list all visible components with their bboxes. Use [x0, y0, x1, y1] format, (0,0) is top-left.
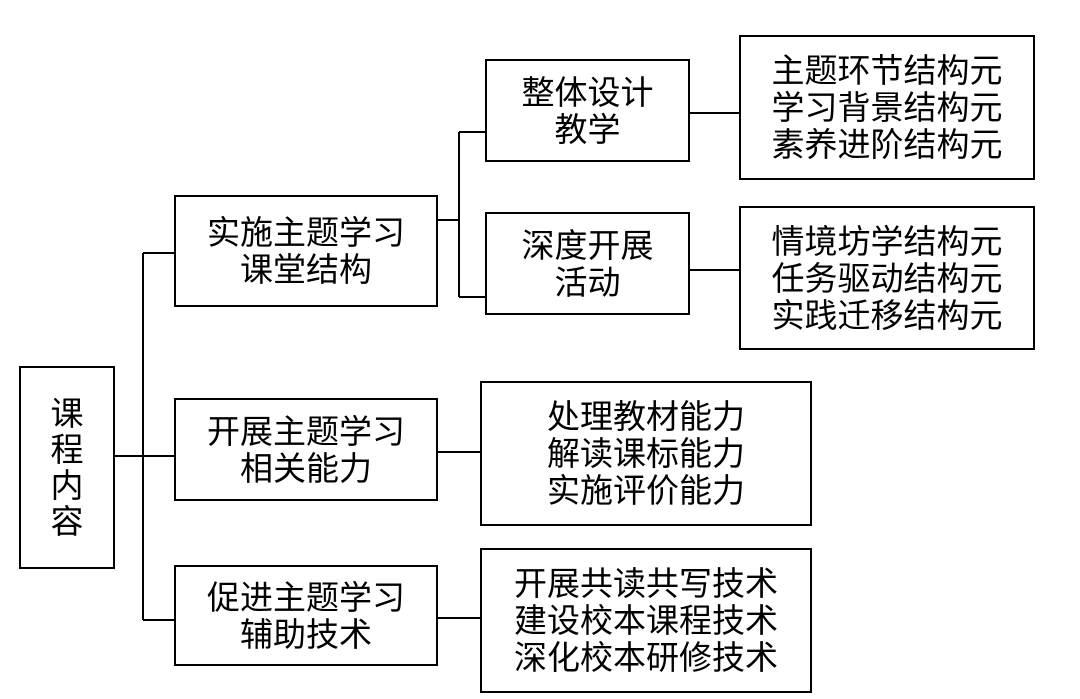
leaf-label-line: 主题环节结构元 [771, 51, 1003, 90]
root-label-line: 课 [50, 393, 84, 433]
node-label-line: 整体设计 [521, 72, 654, 112]
leaf-label-line: 解读课标能力 [547, 434, 745, 473]
node-label-line: 相关能力 [240, 448, 372, 488]
node-related-abilities: 开展主题学习 相关能力 [174, 398, 438, 501]
leaf-label-line: 实施评价能力 [547, 471, 745, 510]
node-label-line: 活动 [554, 262, 621, 302]
node-holistic-design: 整体设计 教学 [485, 59, 690, 162]
leaf-techniques: 开展共读共写技术 建设校本课程技术 深化校本研修技术 [480, 548, 812, 693]
node-label-line: 实施主题学习 [207, 213, 405, 252]
root-label-line: 容 [50, 501, 84, 541]
node-support-techniques: 促进主题学习 辅助技术 [174, 565, 438, 666]
leaf-abilities: 处理教材能力 解读课标能力 实施评价能力 [480, 381, 812, 526]
leaf-label-line: 建设校本课程技术 [514, 601, 778, 640]
node-label-line: 教学 [554, 109, 621, 149]
leaf-label-line: 处理教材能力 [547, 397, 745, 436]
leaf-label-line: 学习背景结构元 [771, 88, 1003, 127]
leaf-label-line: 开展共读共写技术 [514, 564, 778, 603]
node-deep-activity: 深度开展 活动 [485, 212, 690, 315]
node-label-line: 课堂结构 [240, 250, 372, 289]
root-label-line: 内 [50, 465, 84, 505]
leaf-label-line: 深化校本研修技术 [514, 638, 778, 677]
node-label-line: 深度开展 [521, 225, 654, 265]
node-label-line: 开展主题学习 [207, 411, 405, 451]
leaf-label-line: 任务驱动结构元 [771, 258, 1003, 298]
leaf-label-line: 实践迁移结构元 [771, 295, 1003, 335]
leaf-design-elements: 主题环节结构元 学习背景结构元 素养进阶结构元 [739, 35, 1035, 180]
node-implement-structure: 实施主题学习 课堂结构 [174, 195, 438, 307]
leaf-activity-elements: 情境坊学结构元 任务驱动结构元 实践迁移结构元 [739, 206, 1035, 350]
root-label-line: 程 [50, 429, 84, 469]
root-node: 课 程 内 容 [19, 366, 115, 569]
leaf-label-line: 素养进阶结构元 [771, 125, 1003, 164]
node-label-line: 促进主题学习 [207, 577, 405, 617]
leaf-label-line: 情境坊学结构元 [771, 221, 1003, 261]
node-label-line: 辅助技术 [240, 614, 372, 654]
